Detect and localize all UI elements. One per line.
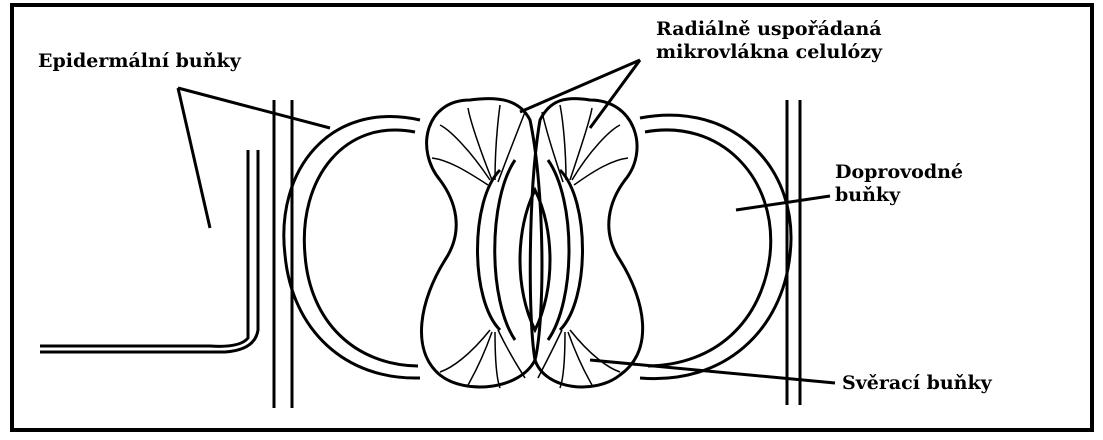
- label-accessory-line2: buňky: [835, 184, 963, 207]
- label-radial-line2: mikrovlákna celulózy: [656, 41, 882, 64]
- label-guard-cells: Svěrací buňky: [842, 372, 992, 395]
- label-accessory-cells: Doprovodné buňky: [835, 161, 963, 207]
- label-radial-microfibrils: Radiálně uspořádaná mikrovlákna celulózy: [656, 18, 882, 64]
- label-epidermal-cells: Epidermální buňky: [38, 50, 241, 73]
- label-accessory-line1: Doprovodné: [835, 161, 963, 184]
- label-radial-line1: Radiálně uspořádaná: [656, 18, 882, 41]
